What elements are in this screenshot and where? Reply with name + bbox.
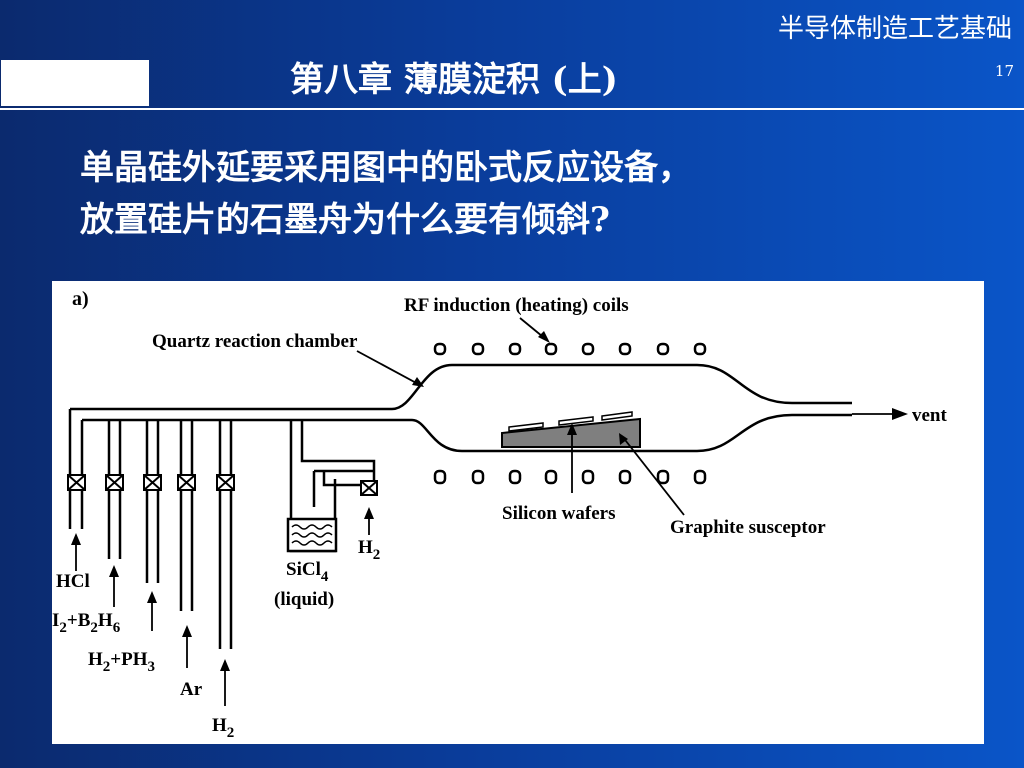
h2b2h6-label: I2+B2H6 bbox=[52, 610, 121, 636]
gas-line-ph3 bbox=[145, 420, 160, 583]
chamber-upper-wall bbox=[70, 363, 852, 411]
question-line-1: 单晶硅外延要采用图中的卧式反应设备， bbox=[80, 148, 692, 188]
vent-label: vent bbox=[912, 405, 948, 426]
course-title: 半导体制造工艺基础 bbox=[777, 14, 1012, 44]
page-number: 17 bbox=[994, 62, 1014, 80]
question-text: 单晶硅外延要采用图中的卧式反应设备， 放置硅片的石墨舟为什么要有倾斜? bbox=[80, 142, 692, 246]
reactor-diagram: a) RF induction (heating) coils Quartz r… bbox=[52, 281, 984, 744]
reactor-diagram-svg: a) RF induction (heating) coils Quartz r… bbox=[52, 288, 948, 741]
gas-line-h2 bbox=[218, 420, 233, 649]
sicl4-label: SiCl4 bbox=[286, 559, 329, 585]
sicl4-bubbler bbox=[286, 517, 338, 553]
panel-label: a) bbox=[72, 288, 89, 310]
valve-ph3 bbox=[143, 474, 162, 491]
h2-side-label: H2 bbox=[358, 537, 380, 563]
header-divider bbox=[0, 108, 1024, 110]
rf-coils bbox=[433, 342, 707, 485]
gas-line-hcl bbox=[68, 409, 84, 529]
silicon-wafers-label: Silicon wafers bbox=[502, 503, 615, 524]
silicon-wafer-marks bbox=[508, 411, 633, 432]
valve-h2-side bbox=[360, 480, 378, 496]
chamber-lower-wall bbox=[411, 413, 852, 453]
liquid-label: (liquid) bbox=[274, 589, 334, 610]
valve-hcl bbox=[67, 474, 86, 491]
question-line-2: 放置硅片的石墨舟为什么要有倾斜? bbox=[80, 200, 610, 240]
chamber-label: Quartz reaction chamber bbox=[152, 331, 358, 352]
chamber-leader bbox=[356, 350, 421, 386]
chapter-title: 第八章 薄膜淀积 (上) bbox=[290, 60, 618, 100]
rf-coils-label: RF induction (heating) coils bbox=[404, 295, 629, 316]
valve-h2 bbox=[216, 474, 235, 491]
h2-main-label: H2 bbox=[212, 715, 234, 741]
graphite-susceptor-label: Graphite susceptor bbox=[670, 517, 826, 538]
h2ph3-label: H2+PH3 bbox=[88, 649, 155, 675]
valve-ar bbox=[177, 474, 196, 491]
susceptor-leader bbox=[621, 435, 685, 516]
ar-label: Ar bbox=[180, 679, 203, 700]
valve-b2h6 bbox=[105, 474, 124, 491]
header-white-box bbox=[1, 60, 149, 106]
gas-line-ar bbox=[179, 420, 194, 611]
hcl-label: HCl bbox=[56, 571, 90, 592]
